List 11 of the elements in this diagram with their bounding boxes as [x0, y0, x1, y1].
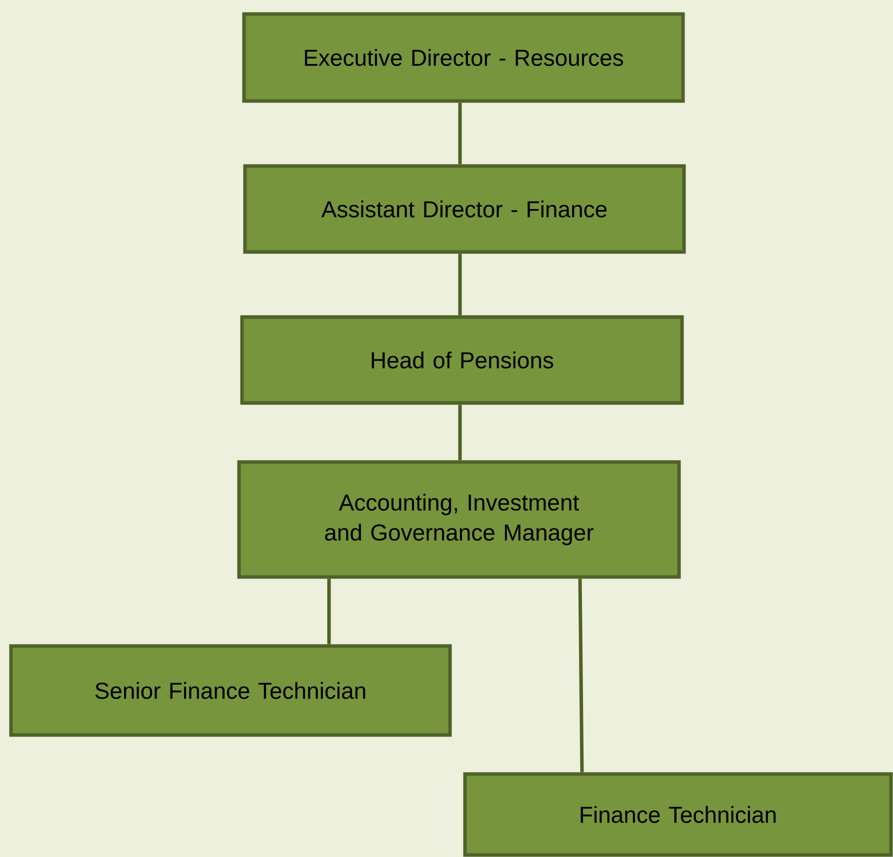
org-box: Executive Director - Resources	[242, 12, 685, 103]
connector-line	[578, 578, 584, 772]
connector-line	[327, 578, 331, 644]
org-box: Finance Technician	[463, 772, 893, 857]
connector-line	[458, 254, 462, 316]
org-box: Accounting, Investment and Governance Manager	[237, 460, 681, 579]
connector-line	[458, 102, 462, 164]
org-box: Senior Finance Technician	[9, 644, 452, 737]
connector-line	[458, 404, 462, 460]
org-box: Head of Pensions	[240, 315, 684, 405]
org-box: Assistant Director - Finance	[243, 164, 686, 254]
